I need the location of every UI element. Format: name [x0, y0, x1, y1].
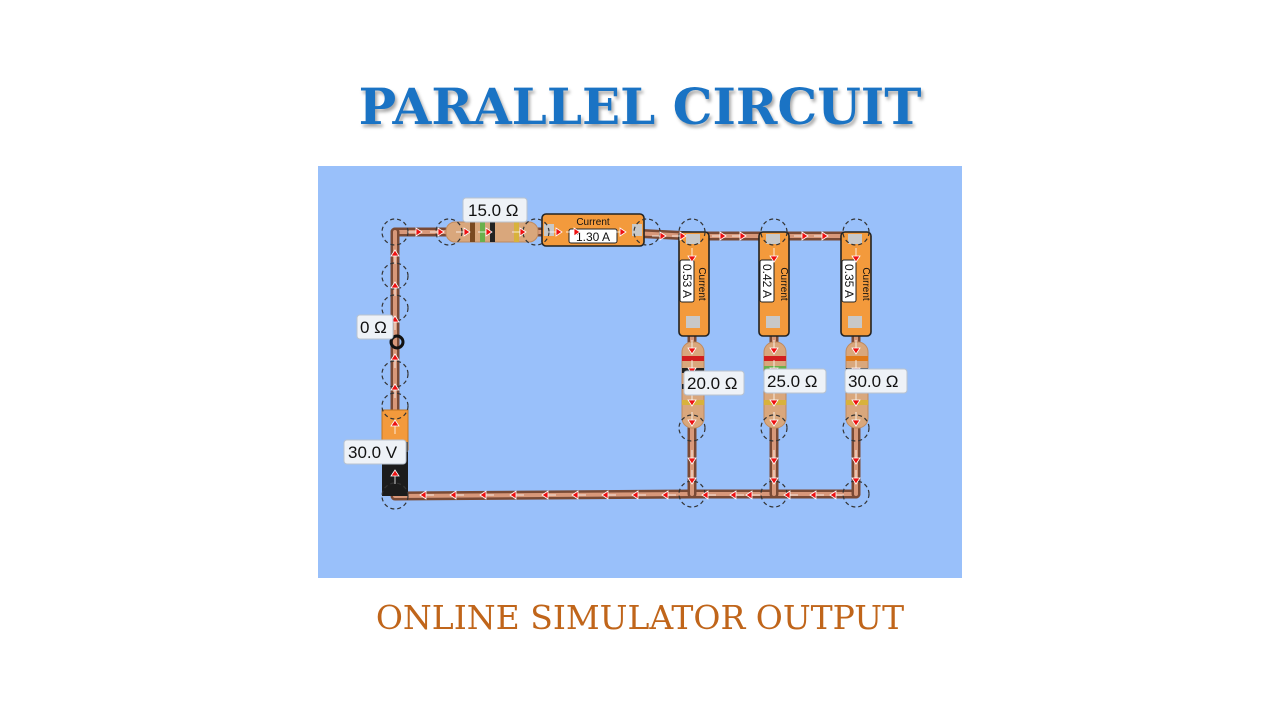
junction-node[interactable]	[381, 294, 409, 322]
current-arrow	[851, 450, 861, 465]
current-arrow	[390, 419, 400, 434]
junction-node[interactable]	[842, 218, 870, 246]
slide-title: PARALLEL CIRCUIT	[358, 77, 922, 136]
branch-resistor-3-label-text: 30.0 Ω	[848, 372, 899, 391]
current-arrow	[687, 340, 697, 355]
current-arrow	[478, 227, 493, 237]
current-arrows	[390, 227, 861, 500]
junction-node[interactable]	[381, 482, 409, 510]
current-arrow	[783, 490, 798, 500]
current-arrow	[701, 490, 716, 500]
current-arrow	[687, 470, 697, 485]
branch-ammeter-2-reading: 0.42 A	[760, 264, 774, 298]
current-arrow	[769, 340, 779, 355]
junctions[interactable]	[381, 218, 870, 510]
junction-node[interactable]	[678, 218, 706, 246]
current-arrow	[814, 231, 829, 241]
current-arrow	[769, 470, 779, 485]
current-arrow	[851, 392, 861, 407]
battery-label-text: 30.0 V	[348, 443, 398, 462]
junction-node[interactable]	[842, 414, 870, 442]
current-arrow	[745, 490, 760, 500]
branch-ammeter-3[interactable]: Current 0.35 A	[840, 231, 872, 337]
current-arrow	[769, 450, 779, 465]
current-arrow	[687, 248, 697, 263]
current-arrow	[479, 490, 494, 500]
branch-ammeter-3-caption: Current	[860, 267, 871, 301]
junction-node[interactable]	[381, 392, 409, 420]
current-arrow	[390, 383, 400, 398]
series-resistor-label-text: 15.0 Ω	[468, 201, 519, 220]
current-arrow	[769, 248, 779, 263]
main-ammeter[interactable]: Current 1.30 A	[541, 213, 645, 247]
branch-ammeter-1-caption: Current	[696, 267, 707, 301]
current-arrow	[732, 231, 747, 241]
current-arrow	[729, 490, 744, 500]
current-arrow	[672, 231, 687, 241]
circuit-simulator-canvas[interactable]: Current 1.30 A Current 0.53 A	[318, 166, 962, 578]
current-arrow	[509, 490, 524, 500]
current-arrow	[851, 470, 861, 485]
branch-ammeter-2[interactable]: Current 0.42 A	[758, 231, 790, 337]
current-arrow	[512, 227, 527, 237]
current-arrow	[390, 353, 400, 368]
series-resistor-label: 15.0 Ω	[462, 197, 528, 223]
current-arrow	[769, 412, 779, 427]
junction-node[interactable]	[760, 218, 788, 246]
current-arrow	[566, 227, 581, 237]
current-arrow	[390, 249, 400, 264]
current-arrow	[794, 231, 809, 241]
junction-node[interactable]	[678, 414, 706, 442]
branch-ammeter-1-reading: 0.53 A	[680, 264, 694, 298]
current-arrow	[390, 281, 400, 296]
current-arrow	[712, 231, 727, 241]
branch-resistor-3-label: 30.0 Ω	[844, 368, 908, 394]
current-arrow	[571, 490, 586, 500]
slide-subtitle: ONLINE SIMULATOR OUTPUT	[375, 598, 905, 637]
current-arrow	[661, 490, 676, 500]
current-arrow	[851, 248, 861, 263]
current-arrow	[769, 392, 779, 407]
current-arrow	[631, 490, 646, 500]
branch-resistor-2-label: 25.0 Ω	[763, 368, 827, 394]
current-arrow	[541, 490, 556, 500]
branch-resistor-2-label-text: 25.0 Ω	[767, 372, 818, 391]
current-arrow	[652, 231, 667, 241]
junction-node[interactable]	[842, 480, 870, 508]
switch[interactable]	[389, 334, 405, 350]
battery-label: 30.0 V	[343, 439, 407, 465]
current-arrow	[449, 490, 464, 500]
main-ammeter-caption: Current	[576, 217, 610, 228]
switch-label-text: 0 Ω	[360, 318, 387, 337]
current-arrow	[687, 392, 697, 407]
current-arrow	[408, 227, 423, 237]
branch-resistor-1-label-text: 20.0 Ω	[687, 374, 738, 393]
current-arrow	[419, 490, 434, 500]
current-arrow	[809, 490, 824, 500]
main-ammeter-reading: 1.30 A	[576, 230, 610, 244]
junction-node[interactable]	[381, 262, 409, 290]
branch-ammeter-3-reading: 0.35 A	[842, 264, 856, 298]
current-arrow	[548, 227, 563, 237]
current-arrow	[829, 490, 844, 500]
current-arrow	[430, 227, 445, 237]
current-arrow	[851, 412, 861, 427]
circuit-diagram[interactable]: Current 1.30 A Current 0.53 A	[318, 166, 962, 578]
current-arrow	[687, 450, 697, 465]
branch-ammeter-2-caption: Current	[778, 267, 789, 301]
junction-node[interactable]	[760, 414, 788, 442]
switch-label: 0 Ω	[356, 314, 394, 340]
current-arrow	[601, 490, 616, 500]
current-arrow	[390, 469, 400, 484]
current-arrow	[456, 227, 471, 237]
branch-ammeter-1[interactable]: Current 0.53 A	[678, 231, 710, 337]
junction-node[interactable]	[381, 360, 409, 388]
current-arrow	[687, 412, 697, 427]
current-arrow	[851, 340, 861, 355]
branch-resistor-1-label: 20.0 Ω	[683, 370, 745, 396]
current-arrow	[612, 227, 627, 237]
